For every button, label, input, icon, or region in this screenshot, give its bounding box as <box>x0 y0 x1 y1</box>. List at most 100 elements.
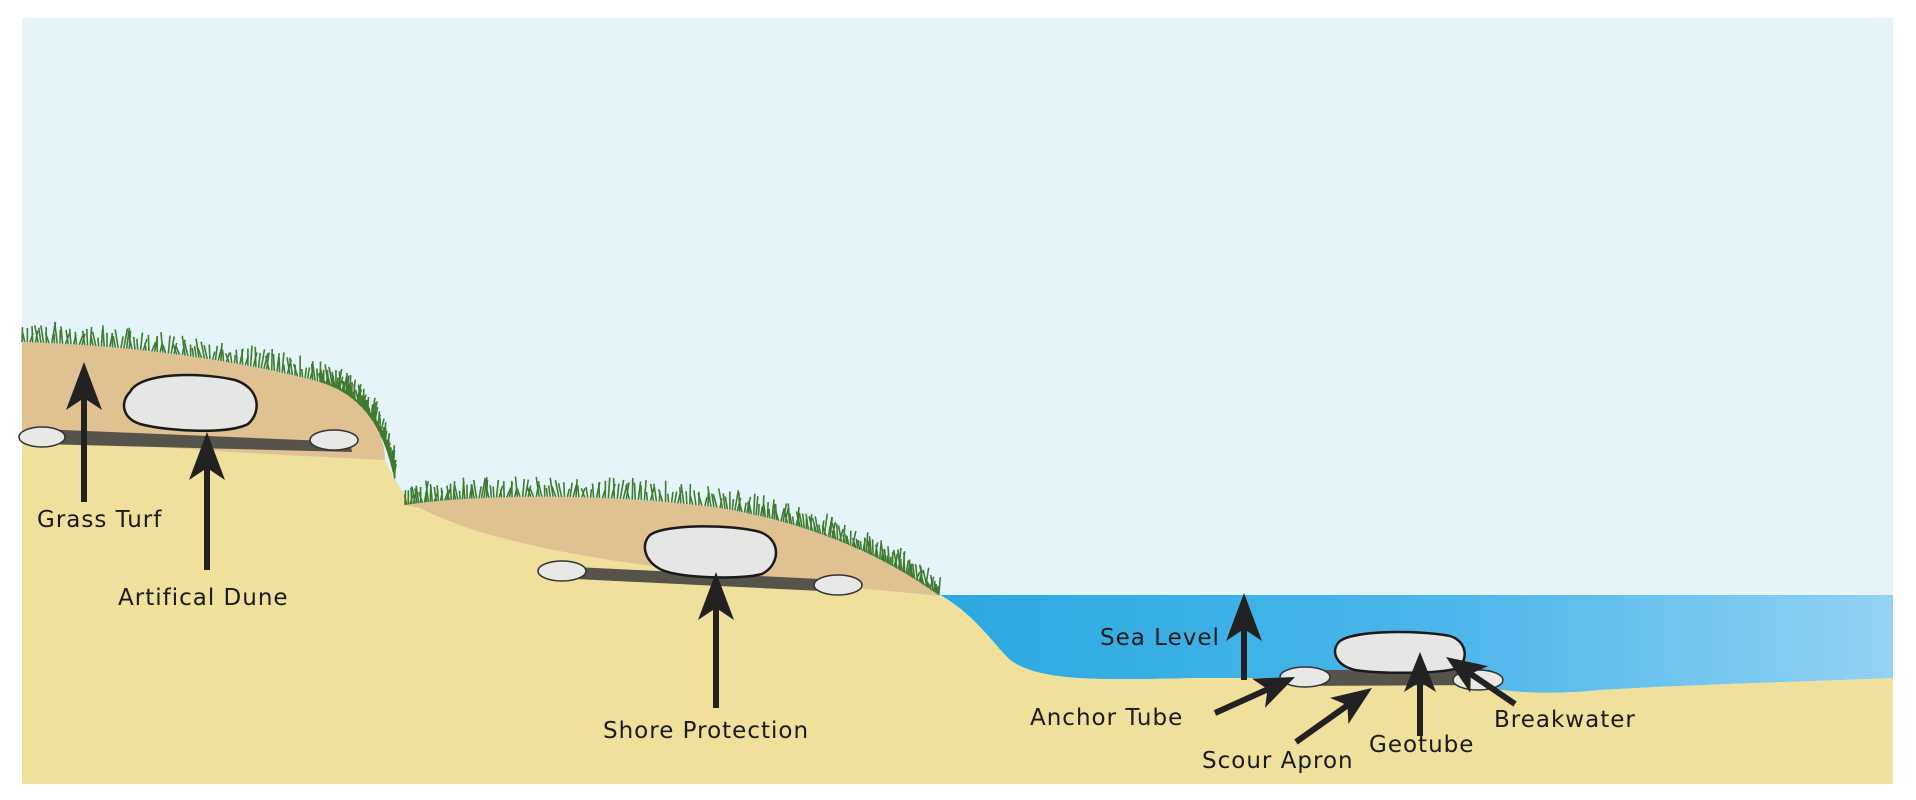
grass-blade <box>680 484 685 504</box>
grass-blade <box>811 517 818 533</box>
grass-blade <box>350 388 354 399</box>
grass-blade <box>589 489 593 498</box>
grass-blade <box>844 534 848 545</box>
grass-blade <box>418 491 424 503</box>
grass-blade <box>878 540 883 560</box>
grass-blade <box>331 374 336 388</box>
grass-blade <box>731 498 735 511</box>
grass-blade <box>771 499 775 520</box>
anchor-tube-label: Anchor Tube <box>1030 705 1183 731</box>
breakwater-arrow <box>1446 657 1517 707</box>
grass-blade <box>446 485 450 501</box>
grass-blade <box>788 512 793 525</box>
grass-blade <box>355 389 360 405</box>
geotextile-tube <box>555 566 842 592</box>
grass-blade <box>625 485 631 500</box>
grass-blade <box>74 331 78 345</box>
grass-blade <box>265 352 270 370</box>
grass-blade <box>598 482 601 498</box>
grass-blade <box>411 486 417 504</box>
grass-blade <box>535 476 540 497</box>
grass-blade <box>114 329 119 349</box>
grass-blade <box>575 479 578 498</box>
grass-blade <box>852 538 857 549</box>
grass-blade <box>410 487 413 505</box>
grass-blade <box>743 502 747 513</box>
grass-blade <box>922 569 928 588</box>
grass-blade <box>310 363 314 381</box>
grass-blade <box>645 491 649 501</box>
grass-blade <box>348 384 352 398</box>
grass-blade <box>919 575 926 586</box>
grass-blade <box>160 332 164 353</box>
grass-blade <box>622 483 628 500</box>
grass-blade <box>899 558 903 572</box>
grass-turf-label: Grass Turf <box>37 507 162 533</box>
grass-blade <box>670 491 674 503</box>
grass-blade <box>326 372 332 387</box>
grass-blade <box>328 366 334 387</box>
grass-blade <box>208 344 211 360</box>
grass-blade <box>272 353 276 372</box>
grass-blade <box>829 517 833 538</box>
grass-blade <box>526 486 532 498</box>
geotube <box>122 373 258 433</box>
grass-blade <box>717 488 724 509</box>
grass-blade <box>44 332 50 344</box>
grass-blade <box>458 490 461 500</box>
grass-blade <box>633 482 637 500</box>
grass-blade <box>747 501 753 515</box>
grass-blade <box>616 483 620 499</box>
grass-blade <box>554 479 560 498</box>
grass-blade <box>345 373 348 395</box>
grass-blade <box>281 352 285 373</box>
grass-blade <box>221 349 225 362</box>
grass-blade <box>429 484 434 502</box>
anchor-tube <box>309 429 359 451</box>
grass-blade <box>557 483 563 498</box>
grass-blade <box>808 516 814 532</box>
grass-blade <box>562 482 566 497</box>
grass-blade <box>260 349 266 369</box>
grass-blade <box>359 397 363 407</box>
grass-blade <box>433 486 438 502</box>
grass-blade <box>120 336 124 349</box>
grass-blade <box>537 481 543 497</box>
grass-blade <box>203 345 208 360</box>
grass-blade <box>707 486 712 507</box>
grass-blade <box>320 370 326 384</box>
grass-blade <box>610 483 616 499</box>
geotextile-tube <box>40 429 352 452</box>
grass-blade <box>196 347 203 359</box>
geotube-arrow <box>1404 652 1436 736</box>
grass-blade <box>846 535 850 546</box>
grass-blade <box>415 485 420 504</box>
grass-blade <box>524 479 530 497</box>
grass-blade <box>136 338 139 350</box>
grass-blade <box>292 363 299 377</box>
grass-blade <box>551 486 557 498</box>
grass-blade <box>125 327 131 349</box>
grass-blade <box>866 539 871 555</box>
grass-blade <box>91 331 97 347</box>
grass-blade <box>235 349 238 364</box>
grass-blade <box>282 364 286 374</box>
grass-blade <box>868 536 873 556</box>
grass-blade <box>724 496 729 510</box>
breakwater-label: Breakwater <box>1494 707 1636 733</box>
grass-blade <box>472 479 478 499</box>
grass-blade <box>666 493 670 503</box>
grass-blade <box>909 564 915 579</box>
grass-blade <box>492 486 495 498</box>
artificial-dune-label: Artifical Dune <box>118 585 289 611</box>
grass-blade <box>689 495 694 505</box>
grass-blade <box>53 322 58 344</box>
grass-blade <box>483 476 488 499</box>
grass-turf-upper <box>21 321 398 479</box>
grass-blade <box>495 479 500 498</box>
grass-blade <box>81 330 86 346</box>
grass-blade <box>926 581 932 591</box>
grass-blade <box>747 501 750 514</box>
grass-blade <box>759 506 764 517</box>
grass-blade <box>414 488 418 504</box>
